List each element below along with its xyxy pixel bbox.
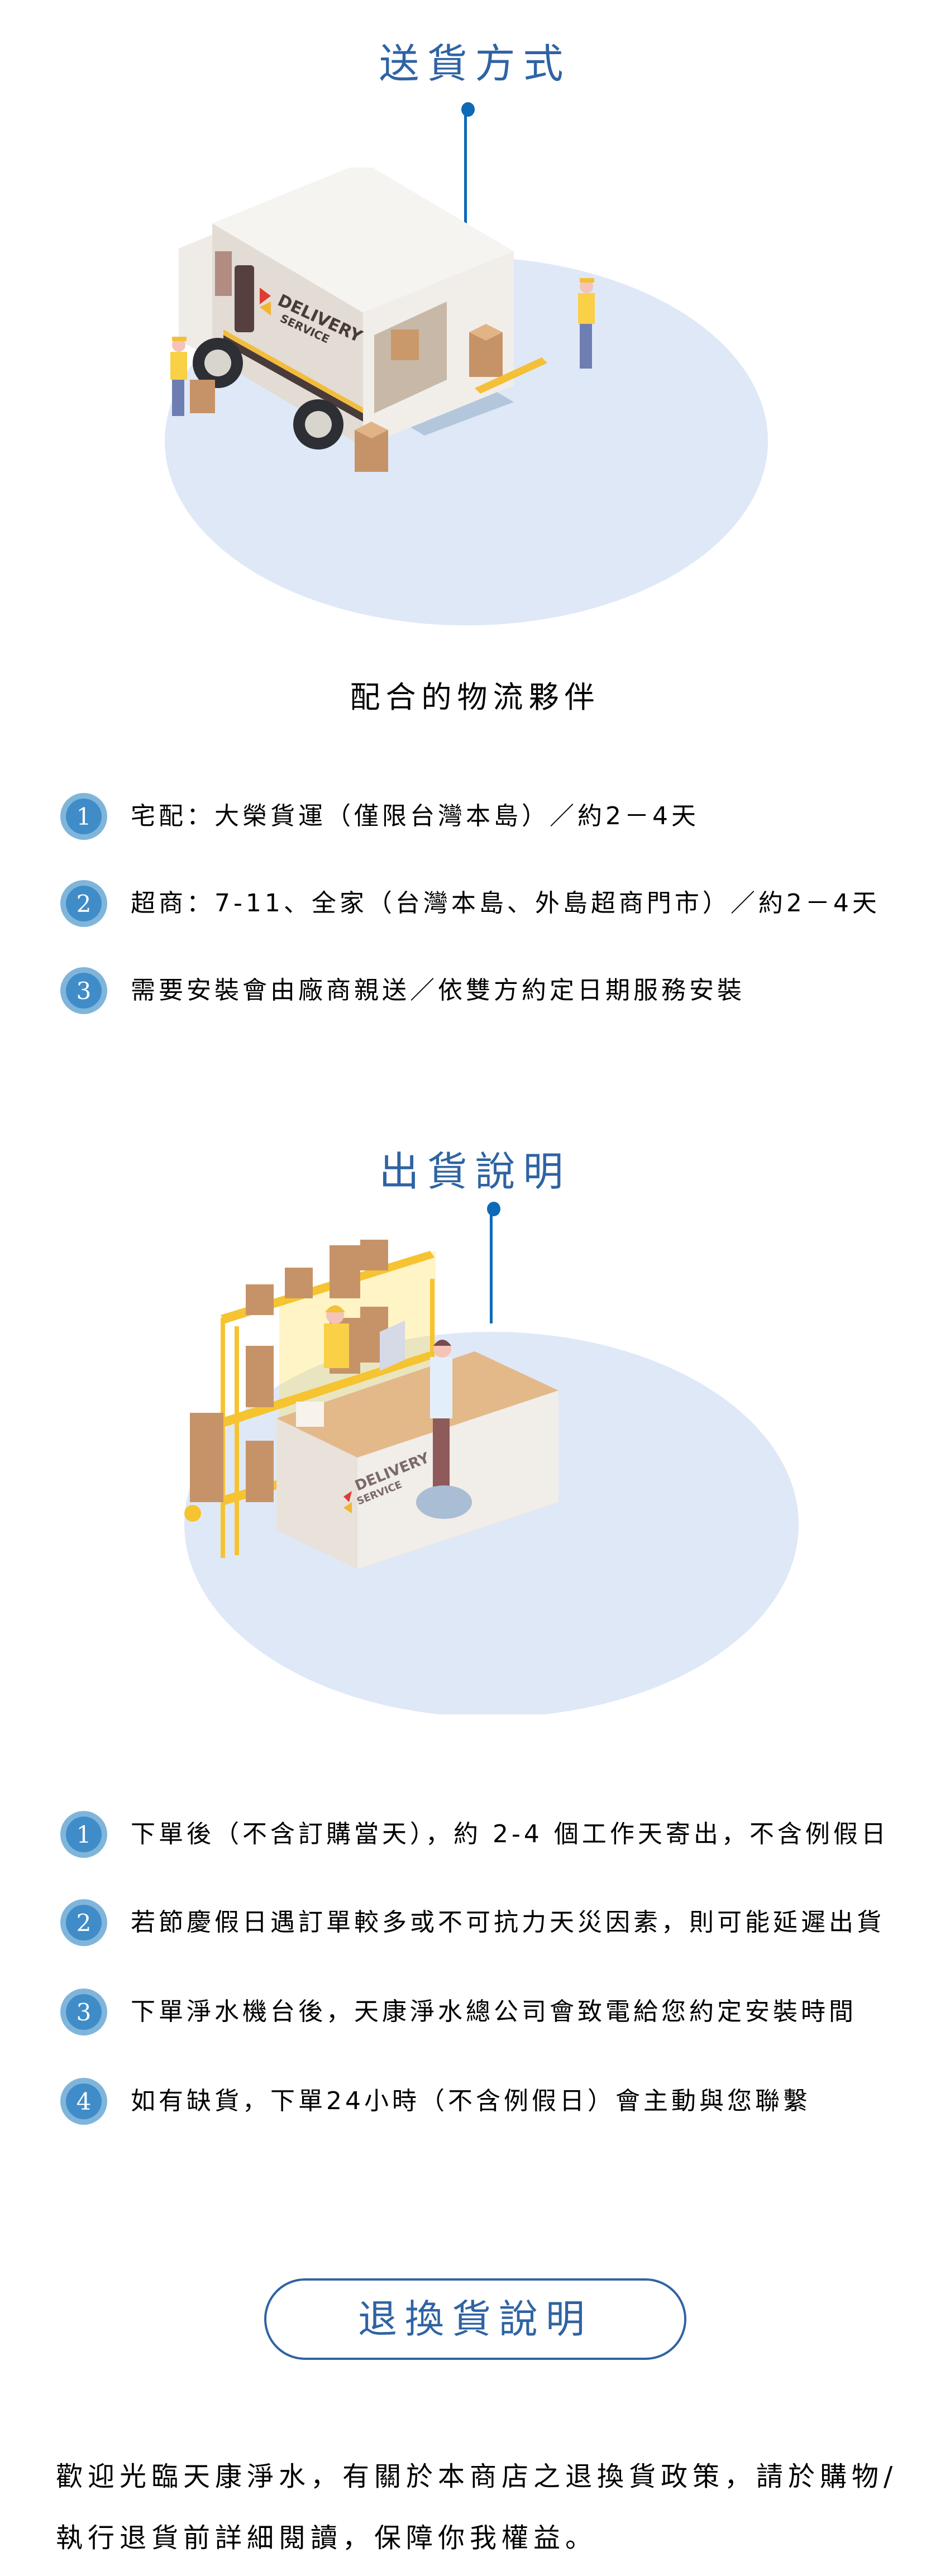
logistics-partners-subtitle: 配合的物流夥伴 bbox=[350, 680, 600, 715]
delivery-item-text: 超商：7-11、全家（台灣本島、外島超商門市）／約2－4天 bbox=[131, 889, 880, 917]
shipping-item-text: 下單後（不含訂購當天），約 2-4 個工作天寄出，不含例假日 bbox=[131, 1820, 889, 1848]
returns-info-button-label: 退換貨說明 bbox=[358, 2296, 593, 2342]
delivery-section-title: 送貨方式 bbox=[379, 40, 571, 87]
delivery-item: 2 超商：7-11、全家（台灣本島、外島超商門市）／約2－4天 bbox=[60, 878, 880, 929]
number-badge: 4 bbox=[60, 2078, 107, 2125]
shipping-item: 2 若節慶假日遇訂單較多或不可抗力天災因素，則可能延遲出貨 bbox=[60, 1898, 885, 1948]
number-badge: 2 bbox=[60, 1899, 107, 1946]
pin-dot-icon bbox=[487, 1202, 500, 1216]
warehouse-counter-illustration: DELIVERY SERVICE bbox=[184, 1240, 799, 1714]
delivery-item-text: 宅配：大榮貨運（僅限台灣本島）／約2－4天 bbox=[131, 802, 699, 830]
returns-info-button[interactable]: 退換貨說明 bbox=[264, 2278, 686, 2360]
delivery-item: 1 宅配：大榮貨運（僅限台灣本島）／約2－4天 bbox=[60, 791, 699, 842]
shipping-item: 1 下單後（不含訂購當天），約 2-4 個工作天寄出，不含例假日 bbox=[60, 1809, 889, 1860]
shipping-item-text: 若節慶假日遇訂單較多或不可抗力天災因素，則可能延遲出貨 bbox=[131, 1908, 885, 1937]
shipping-section-title: 出貨說明 bbox=[379, 1148, 571, 1195]
pin-dot-icon bbox=[461, 102, 475, 117]
shipping-item: 4 如有缺貨，下單24小時（不含例假日）會主動與您聯繫 bbox=[60, 2076, 811, 2126]
shipping-item: 3 下單淨水機台後，天康淨水總公司會致電給您約定安裝時間 bbox=[60, 1987, 857, 2037]
returns-policy-text: 歡迎光臨天康淨水，有關於本商店之退換貨政策，請於購物/執行退貨前詳細閱讀，保障你… bbox=[56, 2461, 898, 2554]
number-badge: 3 bbox=[60, 967, 107, 1014]
number-badge: 2 bbox=[60, 880, 107, 927]
shipping-item-text: 如有缺貨，下單24小時（不含例假日）會主動與您聯繫 bbox=[131, 2087, 811, 2115]
delivery-item-text: 需要安裝會由廠商親送／依雙方約定日期服務安裝 bbox=[131, 976, 745, 1005]
delivery-item: 3 需要安裝會由廠商親送／依雙方約定日期服務安裝 bbox=[60, 966, 745, 1016]
pin-line bbox=[490, 1212, 493, 1323]
number-badge: 3 bbox=[60, 1989, 107, 2035]
delivery-van-illustration: DELIVERY SERVICE bbox=[165, 168, 768, 625]
shipping-item-text: 下單淨水機台後，天康淨水總公司會致電給您約定安裝時間 bbox=[131, 1997, 857, 2026]
number-badge: 1 bbox=[60, 793, 107, 840]
number-badge: 1 bbox=[60, 1811, 107, 1858]
pin-line bbox=[464, 114, 467, 299]
